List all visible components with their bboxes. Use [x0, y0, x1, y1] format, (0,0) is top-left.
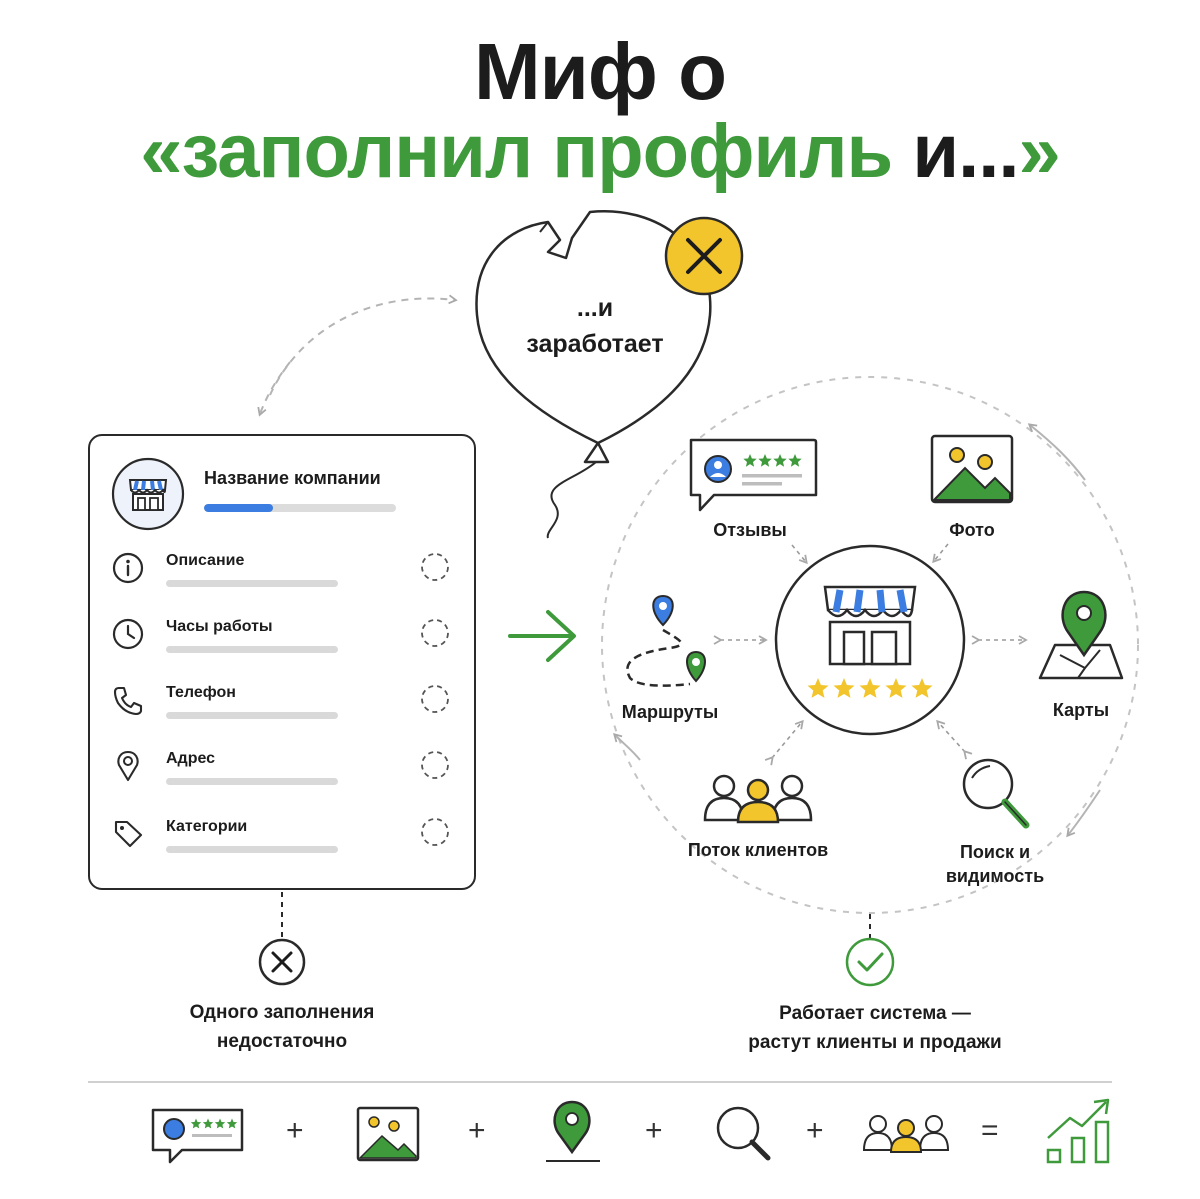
photo-icon: [930, 434, 1014, 504]
loop-arrow-to-balloon: [269, 294, 458, 396]
row-bar-hours: [166, 646, 338, 653]
phone-icon: [113, 686, 143, 716]
ring-arrow-left: [613, 733, 641, 761]
eq-review-star-1: [190, 1118, 202, 1129]
row-label-hours: Часы работы: [166, 618, 273, 635]
node-label-search: Поиск и видимость: [920, 840, 1070, 888]
connector-search: [936, 719, 973, 760]
caption-left-line-2: недостаточно: [216, 1031, 348, 1052]
balloon-text-line-1: ...и: [576, 294, 614, 322]
node-label-search-line-2: видимость: [945, 866, 1045, 886]
row-status-circle-hours[interactable]: [419, 617, 451, 649]
balloon-text: ...и заработает: [490, 290, 700, 362]
equation-growth-chart-icon: [1046, 1098, 1110, 1164]
title-line-1: Миф о: [474, 27, 727, 116]
caption-right: Работает система — растут клиенты и прод…: [700, 999, 1050, 1057]
info-icon: [112, 552, 144, 584]
node-label-maps: Карты: [1052, 700, 1110, 720]
row-label-categories: Категории: [166, 818, 248, 835]
fail-x-icon: [258, 938, 306, 986]
equation-photo-icon: [356, 1106, 420, 1162]
review-star-3: [773, 454, 787, 467]
title-closing-quote: »: [1018, 109, 1060, 194]
row-status-circle-address[interactable]: [419, 749, 451, 781]
row-label-address: Адрес: [166, 750, 216, 767]
profile-completion-fill: [204, 504, 274, 512]
node-label-customers: Поток клиентов: [687, 840, 829, 860]
caption-right-line-2: растут клиенты и продажи: [748, 1032, 1002, 1053]
node-label-routes: Маршруты: [621, 702, 719, 722]
row-label-phone: Телефон: [166, 684, 236, 701]
equation-plus-2: +: [468, 1114, 486, 1147]
center-star-4: [885, 678, 907, 698]
title-line-2: «заполнил профиль и...»: [0, 108, 1200, 196]
row-bar-categories: [166, 846, 338, 853]
review-star-2: [758, 454, 772, 467]
row-status-circle-phone[interactable]: [419, 683, 451, 715]
review-star-1: [743, 454, 757, 467]
search-magnifier-icon: [962, 758, 1030, 829]
route-icon: [626, 594, 706, 687]
node-label-reviews: Отзывы: [713, 520, 787, 540]
row-bar-description: [166, 580, 338, 587]
system-dashed-ring: [601, 376, 1139, 914]
title-dark-part: и...: [892, 109, 1019, 194]
connector-reviews: [791, 544, 808, 565]
tag-icon: [114, 820, 143, 848]
center-star-3: [859, 678, 881, 698]
caption-left: Одного заполнения недостаточно: [140, 998, 424, 1056]
ring-arrow-top-right: [1027, 423, 1086, 481]
review-star-4: [788, 454, 802, 467]
eq-review-star-4: [226, 1118, 238, 1129]
connector-photo: [932, 543, 949, 564]
node-label-search-line-1: Поиск и: [959, 842, 1031, 862]
eq-review-star-3: [214, 1118, 226, 1129]
customers-group-icon: [703, 774, 813, 824]
equation-equals: =: [981, 1114, 999, 1147]
equation-plus-1: +: [286, 1114, 304, 1147]
equation-pin-icon: [546, 1100, 600, 1162]
center-star-5: [911, 678, 933, 698]
caption-left-line-1: Одного заполнения: [189, 1002, 375, 1023]
connector-customers: [764, 719, 804, 766]
row-bar-phone: [166, 712, 338, 719]
location-pin-icon: [117, 750, 139, 782]
caption-right-line-1: Работает система —: [779, 1003, 971, 1024]
row-bar-address: [166, 778, 338, 785]
eq-review-star-2: [202, 1118, 214, 1129]
loop-arrow-to-card: [257, 361, 291, 417]
company-title: Название компании: [204, 468, 381, 488]
row-status-circle-description[interactable]: [419, 551, 451, 583]
row-status-circle-categories[interactable]: [419, 816, 451, 848]
clock-icon: [112, 618, 144, 650]
balloon-x-badge-icon: [664, 216, 744, 296]
profile-completion-bar: [204, 504, 396, 512]
store-avatar-icon: [111, 457, 185, 531]
equation-reviews-icon: [151, 1108, 244, 1164]
row-label-description: Описание: [166, 552, 245, 569]
equation-plus-3: +: [645, 1114, 663, 1147]
node-label-photo: Фото: [949, 520, 995, 540]
green-right-arrow-icon: [508, 610, 576, 662]
center-star-2: [833, 678, 855, 698]
title-green-part: «заполнил профиль: [140, 109, 893, 194]
equation-customers-icon: [862, 1115, 950, 1153]
center-rating-stars: [807, 678, 933, 698]
reviews-bubble-icon: [689, 438, 818, 512]
equation-plus-4: +: [806, 1114, 824, 1147]
center-store-icon: [823, 585, 917, 666]
balloon-text-line-2: заработает: [526, 330, 664, 358]
success-check-icon: [845, 937, 895, 987]
center-star-1: [807, 678, 829, 698]
map-pin-icon: [1038, 590, 1124, 680]
equation-search-icon: [716, 1106, 771, 1161]
ring-arrow-right: [1066, 789, 1101, 838]
